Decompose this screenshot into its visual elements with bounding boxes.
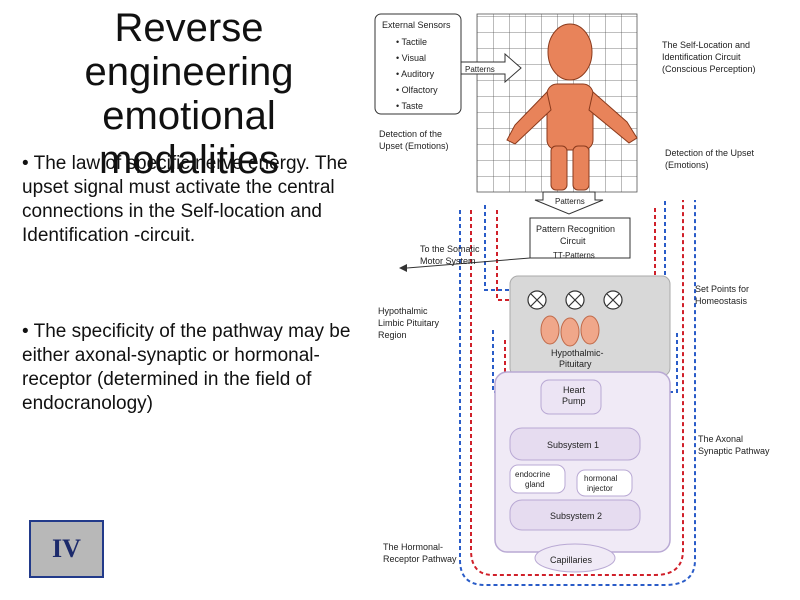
capillaries-label: Capillaries: [550, 555, 593, 565]
detection-left-label-1: Detection of the: [379, 129, 442, 139]
sensor-visual: • Visual: [396, 53, 426, 63]
injector-label-1: hormonal: [584, 474, 618, 483]
patterns-down-label: Patterns: [555, 197, 585, 206]
patterns-arrow: [460, 52, 522, 84]
sensor-auditory: • Auditory: [396, 69, 435, 79]
sensor-tactile: • Tactile: [396, 37, 427, 47]
emotion-circuit-diagram: External Sensors • Tactile • Visual • Au…: [374, 13, 770, 586]
pituitary-label-1: Hypothalmic-: [551, 348, 604, 358]
patterns-arrow-label: Patterns: [465, 65, 495, 74]
injector-label-2: injector: [587, 484, 613, 493]
hypothalmic-label-3: Region: [378, 330, 407, 340]
slide-title: Reverse engineering emotional modalities: [84, 6, 294, 182]
subsystem-1-label: Subsystem 1: [547, 440, 599, 450]
sensors-title: External Sensors: [382, 20, 451, 30]
pattern-recognition-box: [529, 217, 631, 259]
pituitary-label-2: Pituitary: [559, 359, 592, 369]
detection-right-label-1: Detection of the Upset: [665, 148, 755, 158]
somatic-motor-arrow: [406, 257, 531, 269]
set-points-label-2: Homeostasis: [695, 296, 748, 306]
somatic-arrowhead: [399, 264, 407, 272]
detection-left-label-2: Upset (Emotions): [379, 141, 449, 151]
axonal-label-1: The Axonal: [698, 434, 743, 444]
pattern-circuit-label-2: Circuit: [560, 236, 586, 246]
subsystem-1-box: [509, 427, 641, 461]
axonal-label-2: Synaptic Pathway: [698, 446, 770, 456]
heart-label-2: Pump: [562, 396, 586, 406]
patterns-down-arrow: [534, 191, 604, 215]
self-location-label-1: The Self-Location and: [662, 40, 750, 50]
capillaries-shape: [534, 543, 616, 573]
endocrine-label-1: endocrine: [515, 470, 551, 479]
hormonal-injector-box: [576, 469, 633, 497]
hypothalmic-label-1: Hypothalmic: [378, 306, 428, 316]
set-points-label-1: Set Points for: [695, 284, 749, 294]
detection-right-label-2: (Emotions): [665, 160, 709, 170]
hypothalmic-label-2: Limbic Pituitary: [378, 318, 440, 328]
pattern-circuit-label-1: Pattern Recognition: [536, 224, 615, 234]
bullet-specific-nerve-energy: • The law of specific nerve energy. The …: [22, 153, 348, 246]
set-point-cross-marks: [530, 293, 620, 307]
endocrine-gland-box: [509, 464, 566, 494]
sensor-taste: • Taste: [396, 101, 423, 111]
subsystem-2-box: [509, 499, 641, 531]
somatic-label-2: Motor System: [420, 256, 476, 266]
self-location-label-3: (Conscious Perception): [662, 64, 756, 74]
subsystem-2-label: Subsystem 2: [550, 511, 602, 521]
hormonal-label-2: Receptor Pathway: [383, 554, 457, 564]
hormonal-label-1: The Hormonal-: [383, 542, 443, 552]
sensor-olfactory: • Olfactory: [396, 85, 438, 95]
endocrine-label-2: gland: [525, 480, 545, 489]
somatic-label-1: To the Somatic: [420, 244, 480, 254]
tt-patterns-label: TT-Patterns: [553, 251, 595, 260]
bullet-pathway-specificity: • The specificity of the pathway may be …: [22, 321, 351, 414]
slide-number-badge: IV: [29, 520, 104, 578]
slide-number: IV: [52, 534, 81, 563]
self-location-label-2: Identification Circuit: [662, 52, 741, 62]
heart-pump-box: [540, 379, 602, 415]
heart-label-1: Heart: [563, 385, 586, 395]
body-figure: [506, 23, 638, 191]
pituitary-blobs: [540, 315, 600, 347]
